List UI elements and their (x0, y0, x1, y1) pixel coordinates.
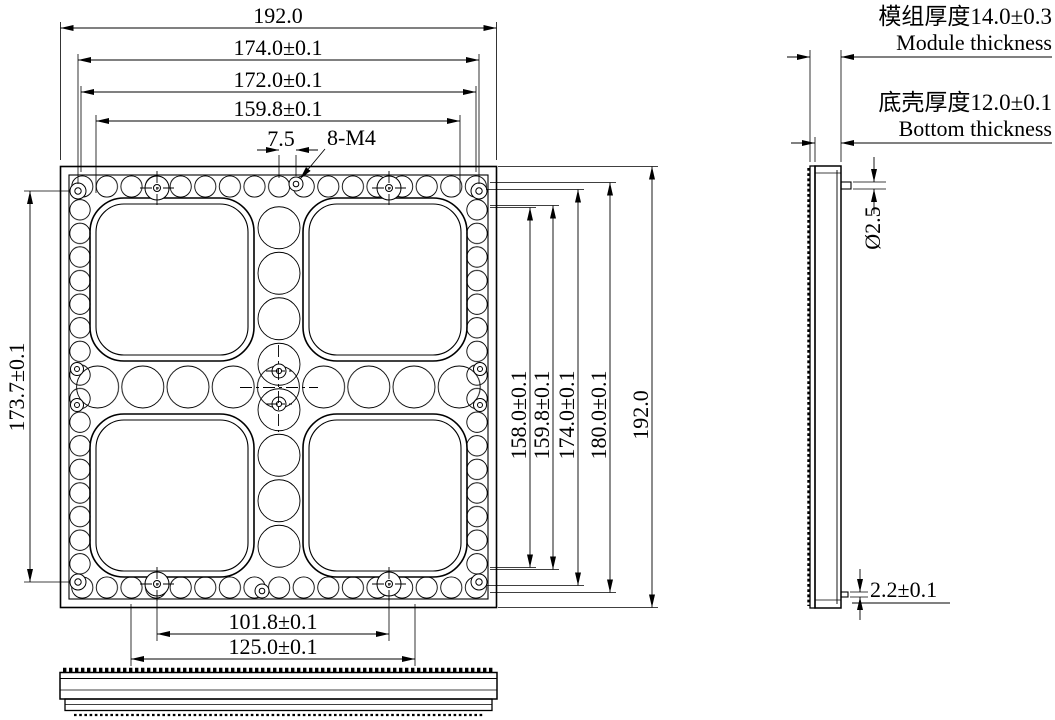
bottom-thickness-label-en: Bottom thickness (899, 116, 1052, 141)
window-bottom-left (89, 413, 255, 578)
pin-diameter-dimension: Ø2.5 (853, 157, 886, 250)
module-plate-profile (809, 165, 816, 609)
dim-1598-right: 159.8±0.1 (529, 370, 554, 459)
dim-edge-thickness: 2.2±0.1 (870, 577, 937, 602)
bottom-edge-view (59, 667, 498, 717)
dim-1598-top: 159.8±0.1 (233, 96, 322, 121)
bottom-thickness-label-zh: 底壳厚度12.0±0.1 (878, 90, 1052, 115)
bottom-dimensions: 101.8±0.1 125.0±0.1 (130, 598, 416, 666)
dim-158-right: 158.0±0.1 (506, 370, 531, 459)
dim-174-right: 174.0±0.1 (554, 370, 579, 459)
label-8-m4: 8-M4 (327, 125, 376, 150)
dim-174-top: 174.0±0.1 (233, 35, 322, 60)
side-view: 模组厚度14.0±0.3 Module thickness 底壳厚度12.0±0… (787, 4, 1052, 620)
window-bottom-right (302, 413, 468, 578)
top-dimensions: 192.0 174.0±0.1 172.0±0.1 159.8±0.1 7.5 … (60, 3, 497, 193)
window-top-right (302, 197, 468, 362)
dim-180-right: 180.0±0.1 (586, 370, 611, 459)
panel-outer-outline (59, 165, 498, 609)
dim-1737-left: 173.7±0.1 (4, 342, 29, 431)
front-view: 192.0 174.0±0.1 172.0±0.1 159.8±0.1 7.5 … (4, 3, 658, 666)
center-lines (140, 171, 406, 601)
module-thickness-label-zh: 模组厚度14.0±0.3 (878, 4, 1052, 29)
dim-75: 7.5 (267, 126, 295, 151)
dim-1018-bottom: 101.8±0.1 (228, 609, 317, 634)
dim-overall-width-top: 192.0 (253, 3, 303, 28)
pin-feature (840, 181, 852, 190)
dim-pin-diameter: Ø2.5 (860, 206, 885, 249)
dim-172-top: 172.0±0.1 (233, 67, 322, 92)
edge-thickness-dimension: 2.2±0.1 (850, 569, 950, 620)
thickness-dimensions: 模组厚度14.0±0.3 Module thickness 底壳厚度12.0±0… (787, 4, 1052, 162)
edge-flange (840, 591, 849, 598)
dim-125-bottom: 125.0±0.1 (228, 634, 317, 659)
right-dimensions: 158.0±0.1 159.8±0.1 174.0±0.1 180.0±0.1 … (486, 166, 658, 608)
left-dimension: 173.7±0.1 (4, 190, 70, 583)
dim-192-right: 192.0 (628, 390, 653, 440)
window-top-left (89, 197, 255, 362)
edge-body (59, 671, 498, 700)
module-thickness-label-en: Module thickness (896, 30, 1052, 55)
